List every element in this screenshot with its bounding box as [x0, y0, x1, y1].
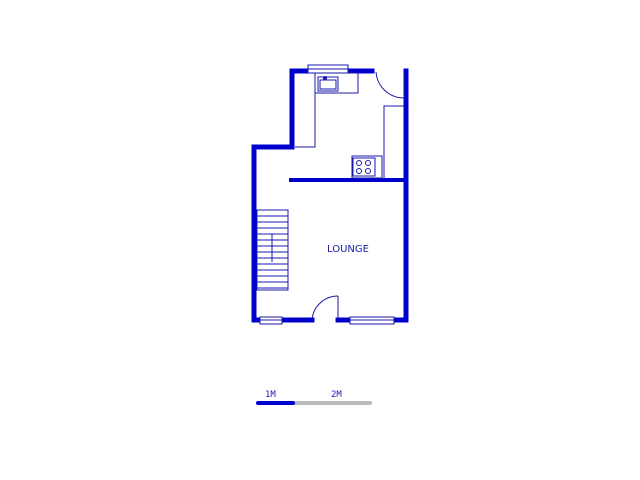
stair-treads — [257, 215, 288, 289]
counter-bottom — [351, 155, 383, 179]
doors — [311, 71, 405, 321]
counter-right — [383, 105, 404, 178]
scale-label-1m: 1M — [265, 390, 276, 400]
window-kitchen-top — [307, 64, 349, 74]
stairs — [256, 209, 289, 291]
windows — [259, 64, 395, 325]
counter-top-left — [295, 73, 316, 148]
window-lounge-bottom-left — [259, 316, 283, 325]
stove — [352, 157, 376, 177]
walls — [251, 68, 409, 323]
room-label-lounge: LOUNGE — [327, 244, 369, 255]
kitchen-counters — [295, 72, 404, 179]
door-lounge — [311, 295, 339, 321]
scale-label-2m: 2M — [331, 390, 342, 400]
stairs-outline — [256, 209, 289, 291]
window-lounge-bottom-right — [349, 316, 395, 325]
door-kitchen — [375, 71, 405, 99]
counter-top-right — [315, 72, 359, 94]
scale-bar: 1M 2M — [256, 390, 372, 405]
sink — [317, 76, 339, 92]
